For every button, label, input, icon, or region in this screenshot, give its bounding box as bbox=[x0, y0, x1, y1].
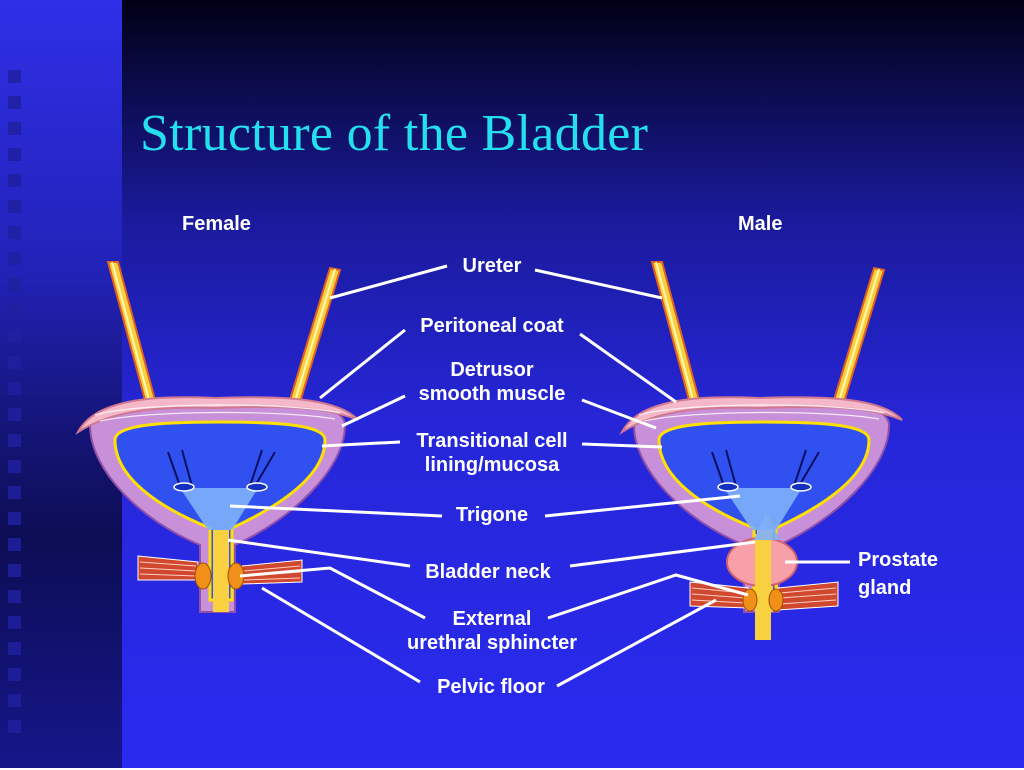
label-prostate-line1: Prostate bbox=[858, 549, 939, 571]
label-external-sphincter: External urethral sphincter bbox=[407, 607, 577, 655]
label-peritoneal-coat: Peritoneal coat bbox=[420, 315, 564, 337]
label-detrusor-line1: Detrusor bbox=[450, 359, 534, 381]
label-transitional-line2: lining/mucosa bbox=[424, 454, 560, 476]
female-bladder bbox=[76, 260, 360, 614]
male-bladder bbox=[620, 260, 904, 640]
label-transitional-line1: Transitional cell bbox=[416, 430, 568, 452]
label-prostate-gland: Prostate gland bbox=[858, 546, 938, 602]
label-prostate-line2: gland bbox=[858, 577, 912, 599]
male-caption: Male bbox=[738, 213, 783, 235]
label-detrusor-line2: smooth muscle bbox=[418, 383, 566, 405]
label-trigone: Trigone bbox=[455, 504, 529, 526]
leader-lines bbox=[227, 264, 850, 688]
female-caption: Female bbox=[182, 213, 251, 235]
female-sphincter-left bbox=[194, 562, 212, 590]
label-ureter: Ureter bbox=[462, 255, 522, 277]
decorative-squares bbox=[8, 70, 28, 770]
label-external-line1: External bbox=[452, 608, 532, 630]
prostate-gland bbox=[726, 512, 798, 640]
label-pelvic-floor: Pelvic floor bbox=[437, 676, 545, 698]
male-sphincter-right bbox=[768, 588, 784, 612]
left-decorative-panel bbox=[0, 0, 122, 768]
label-external-line2: urethral sphincter bbox=[406, 632, 578, 654]
slide-title: Structure of the Bladder bbox=[140, 105, 649, 162]
male-sphincter-left bbox=[742, 588, 758, 612]
label-detrusor: Detrusor smooth muscle bbox=[419, 358, 566, 406]
label-transitional-cell: Transitional cell lining/mucosa bbox=[416, 429, 567, 477]
label-bladder-neck: Bladder neck bbox=[425, 561, 551, 583]
